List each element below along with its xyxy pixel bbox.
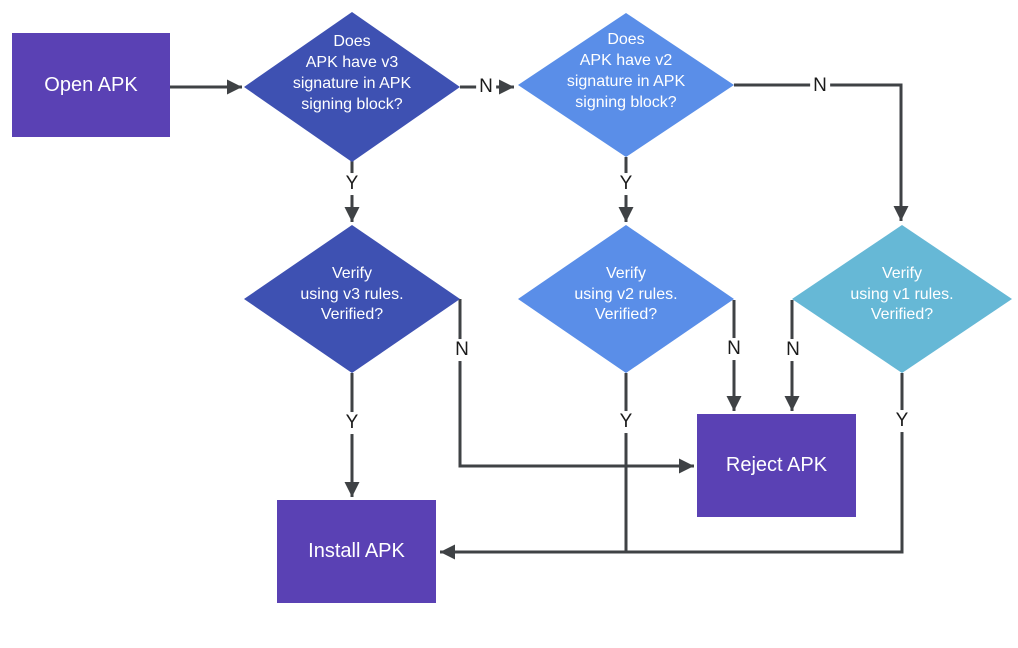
edge-label-verify-v2-yes: Y [616,411,636,433]
edge-label-verify-v1-no: N [783,339,803,361]
node-reject-apk: Reject APK [697,414,856,517]
edge-label-question-v3-no: N [476,76,496,98]
edge-label-verify-v1-yes: Y [892,410,912,432]
node-open-apk: Open APK [12,33,170,137]
edge-verify-v1-yes [440,373,904,560]
edge-label-verify-v2-no: N [724,338,744,360]
edge-label-question-v2-no: N [810,75,830,97]
edge-label-question-v2-yes: Y [616,173,636,195]
edge-label-verify-v3-yes: Y [342,412,362,434]
edge-label-question-v3-yes: Y [342,173,362,195]
node-install-apk: Install APK [277,500,436,603]
edge-question-v2-no [734,83,909,221]
edge-label-verify-v3-no: N [452,339,472,361]
